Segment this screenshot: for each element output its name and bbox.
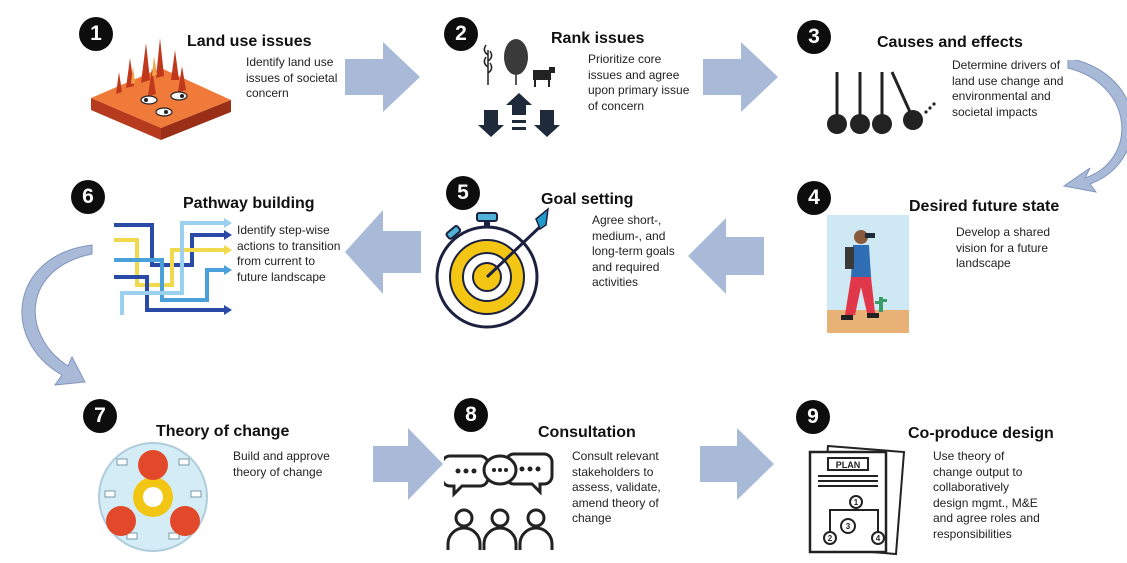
svg-text:3: 3 bbox=[846, 522, 851, 531]
step-4-badge: 4 bbox=[797, 181, 831, 215]
svg-text:4: 4 bbox=[876, 534, 881, 543]
step-9-badge: 9 bbox=[796, 400, 830, 434]
step-4-title: Desired future state bbox=[909, 198, 1060, 215]
svg-text:2: 2 bbox=[828, 534, 833, 543]
step-1-description: Identify land use issues of societal con… bbox=[246, 55, 338, 100]
step-7-description: Build and approve theory of change bbox=[233, 449, 330, 479]
step-3-title: Causes and effects bbox=[877, 34, 1023, 51]
flow-arrow-6-7-curved bbox=[21, 244, 93, 386]
step-5-description: Agree short-, medium-, and long-term goa… bbox=[592, 213, 675, 289]
plan-label: PLAN bbox=[836, 460, 861, 470]
pathway-arrows-icon bbox=[114, 218, 232, 315]
step-7-title: Theory of change bbox=[156, 423, 290, 440]
people-speech-icon bbox=[444, 452, 554, 550]
step-6-description: Identify step-wise actions to transition… bbox=[237, 223, 341, 284]
flow-arrow-5-6 bbox=[345, 210, 421, 294]
flow-arrow-4-5 bbox=[688, 218, 764, 294]
flow-arrow-2-3 bbox=[703, 42, 778, 112]
step-3-description: Determine drivers of land use change and… bbox=[952, 58, 1064, 119]
step-2-badge: 2 bbox=[444, 17, 478, 51]
ranking-icon bbox=[478, 39, 560, 137]
step-4-description: Develop a shared vision for a future lan… bbox=[956, 225, 1051, 270]
step-8-badge: 8 bbox=[454, 398, 488, 432]
flow-arrow-3-4-curved bbox=[1062, 60, 1127, 193]
step-1-badge: 1 bbox=[79, 17, 113, 51]
step-9-title: Co-produce design bbox=[908, 425, 1054, 442]
step-6-title: Pathway building bbox=[183, 195, 315, 212]
step-5-badge: 5 bbox=[446, 176, 480, 210]
flow-arrow-1-2 bbox=[345, 42, 420, 112]
step-8-description: Consult relevant stakeholders to assess,… bbox=[572, 449, 661, 525]
svg-text:1: 1 bbox=[854, 498, 859, 507]
step-7-badge: 7 bbox=[83, 399, 117, 433]
step-1-title: Land use issues bbox=[187, 33, 312, 50]
step-2-title: Rank issues bbox=[551, 30, 645, 47]
step-8-title: Consultation bbox=[538, 424, 636, 441]
step-5-title: Goal setting bbox=[541, 191, 634, 208]
target-stopwatch-icon bbox=[435, 207, 549, 329]
step-9-description: Use theory of change output to collabora… bbox=[933, 449, 1040, 541]
flow-arrow-8-9 bbox=[700, 428, 774, 500]
newtons-cradle-icon bbox=[827, 71, 936, 134]
hiker-binoculars-icon bbox=[827, 215, 909, 333]
plan-document-icon: PLAN 1 2 3 4 bbox=[808, 444, 906, 556]
step-2-description: Prioritize core issues and agree upon pr… bbox=[588, 52, 690, 113]
burning-landscape-icon bbox=[91, 38, 231, 140]
theory-of-change-icon bbox=[98, 442, 208, 552]
step-3-badge: 3 bbox=[797, 20, 831, 54]
step-6-badge: 6 bbox=[71, 180, 105, 214]
flow-arrow-7-8 bbox=[373, 428, 443, 500]
